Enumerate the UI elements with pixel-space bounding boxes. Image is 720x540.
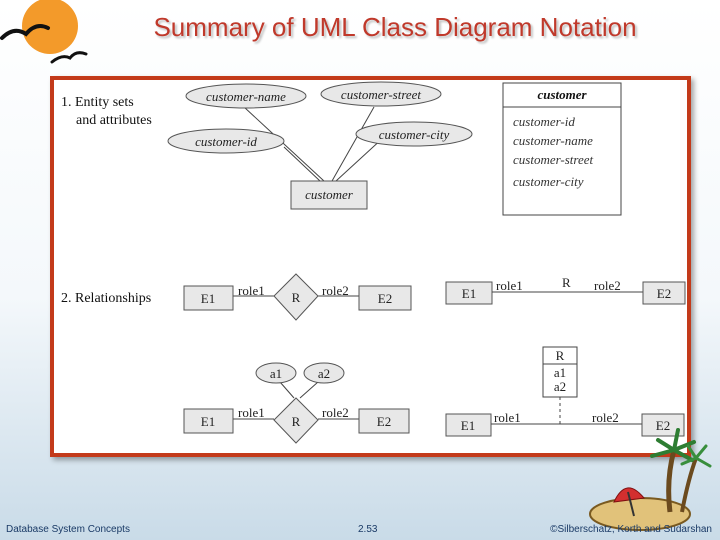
uml-rel2-class-name: R bbox=[556, 348, 565, 363]
attr-ellipse-id bbox=[167, 128, 285, 154]
palm-trunk-icon bbox=[680, 457, 698, 513]
attr-line-name bbox=[243, 106, 325, 182]
footer-page-number: 2.53 bbox=[358, 524, 378, 535]
rel2-e2-label: E2 bbox=[377, 414, 391, 429]
palm-trunk-icon bbox=[666, 449, 677, 513]
section1-label-line1: 1. Entity sets bbox=[61, 95, 134, 110]
rel2-role1-label: role1 bbox=[238, 405, 265, 420]
er-entity-label: customer bbox=[305, 187, 354, 202]
uml-rel1-r-label: R bbox=[562, 275, 571, 290]
uml-rel1-e2-label: E2 bbox=[657, 286, 671, 301]
attr-ellipse-city bbox=[355, 121, 473, 147]
footer-copyright: ©Silberschatz, Korth and Sudarshan bbox=[550, 524, 712, 535]
uml-rel2-e2-box bbox=[641, 413, 685, 437]
uml-class-attr: customer-street bbox=[513, 152, 594, 167]
slide-title: Summary of UML Class Diagram Notation bbox=[153, 12, 637, 42]
uml-class-box bbox=[502, 82, 622, 216]
uml-rel2-class-attr: a1 bbox=[554, 365, 566, 380]
uml-rel2-role2-label: role2 bbox=[592, 410, 619, 425]
gull-icon bbox=[0, 24, 50, 40]
uml-class-attr: customer-city bbox=[513, 174, 584, 189]
rel2-a2-line bbox=[299, 381, 319, 399]
uml-rel2-role1-label: role1 bbox=[494, 410, 521, 425]
section1-label-line2: and attributes bbox=[76, 113, 152, 128]
rel2-a1-ellipse bbox=[255, 362, 297, 384]
uml-rel1-role2-label: role2 bbox=[594, 278, 621, 293]
attr-line-id bbox=[283, 146, 321, 182]
uml-class-attr: customer-name bbox=[513, 133, 593, 148]
rel2-a1-line bbox=[279, 381, 295, 399]
rel1-e2-box bbox=[358, 285, 412, 311]
attr-label-id: customer-id bbox=[195, 134, 257, 149]
rel2-a2-label: a2 bbox=[318, 366, 330, 381]
rel2-e1-label: E1 bbox=[201, 414, 215, 429]
uml-rel2-e1-label: E1 bbox=[461, 418, 475, 433]
notation-diagram: 1. Entity sets and attributes 2. Relatio… bbox=[61, 81, 686, 444]
uml-rel2-class-box bbox=[542, 346, 578, 398]
rel2-role2-label: role2 bbox=[322, 405, 349, 420]
rel2-e1-box bbox=[183, 408, 234, 434]
rel1-e1-box bbox=[183, 285, 234, 311]
section2-label: 2. Relationships bbox=[61, 291, 151, 306]
uml-rel2-e2-label: E2 bbox=[656, 418, 670, 433]
rel2-diamond bbox=[273, 397, 319, 444]
attr-line-city bbox=[335, 136, 385, 182]
uml-class-attr: customer-id bbox=[513, 114, 575, 129]
uml-rel2-e1-box bbox=[445, 413, 492, 437]
seagull-sun-logo bbox=[0, 0, 88, 64]
er-entity-box bbox=[290, 180, 368, 210]
uml-rel1-role1-label: role1 bbox=[496, 278, 523, 293]
palm-leaves-icon bbox=[650, 428, 696, 462]
rel1-e1-label: E1 bbox=[201, 291, 215, 306]
rel2-a1-label: a1 bbox=[270, 366, 282, 381]
rel1-role2-label: role2 bbox=[322, 283, 349, 298]
attr-label-street: customer-street bbox=[341, 87, 422, 102]
attr-label-city: customer-city bbox=[379, 127, 450, 142]
attr-label-name: customer-name bbox=[206, 89, 286, 104]
uml-rel1-e1-label: E1 bbox=[462, 286, 476, 301]
attr-line-street bbox=[331, 106, 375, 182]
rel1-r-label: R bbox=[292, 290, 301, 305]
sun-icon bbox=[22, 0, 78, 54]
umbrella-pole-icon bbox=[627, 491, 635, 517]
footer-book-title: Database System Concepts bbox=[6, 524, 130, 535]
attr-ellipse-street bbox=[320, 81, 442, 107]
rel1-e2-label: E2 bbox=[378, 291, 392, 306]
attr-ellipse-name bbox=[185, 83, 307, 109]
rel1-role1-label: role1 bbox=[238, 283, 265, 298]
rel2-a2-ellipse bbox=[303, 362, 345, 384]
uml-rel2-class-attr: a2 bbox=[554, 379, 566, 394]
uml-rel1-e2-box bbox=[642, 281, 686, 305]
island-decoration bbox=[589, 428, 712, 531]
uml-class-name: customer bbox=[537, 87, 587, 102]
rel1-diamond bbox=[273, 273, 319, 321]
palm-leaves-icon bbox=[680, 444, 712, 468]
uml-rel1-e1-box bbox=[445, 281, 493, 305]
gull-small-icon bbox=[50, 51, 88, 64]
rel2-r-label: R bbox=[292, 414, 301, 429]
rel2-e2-box bbox=[358, 408, 410, 434]
diagram-frame: 1. Entity sets and attributes 2. Relatio… bbox=[50, 76, 691, 457]
